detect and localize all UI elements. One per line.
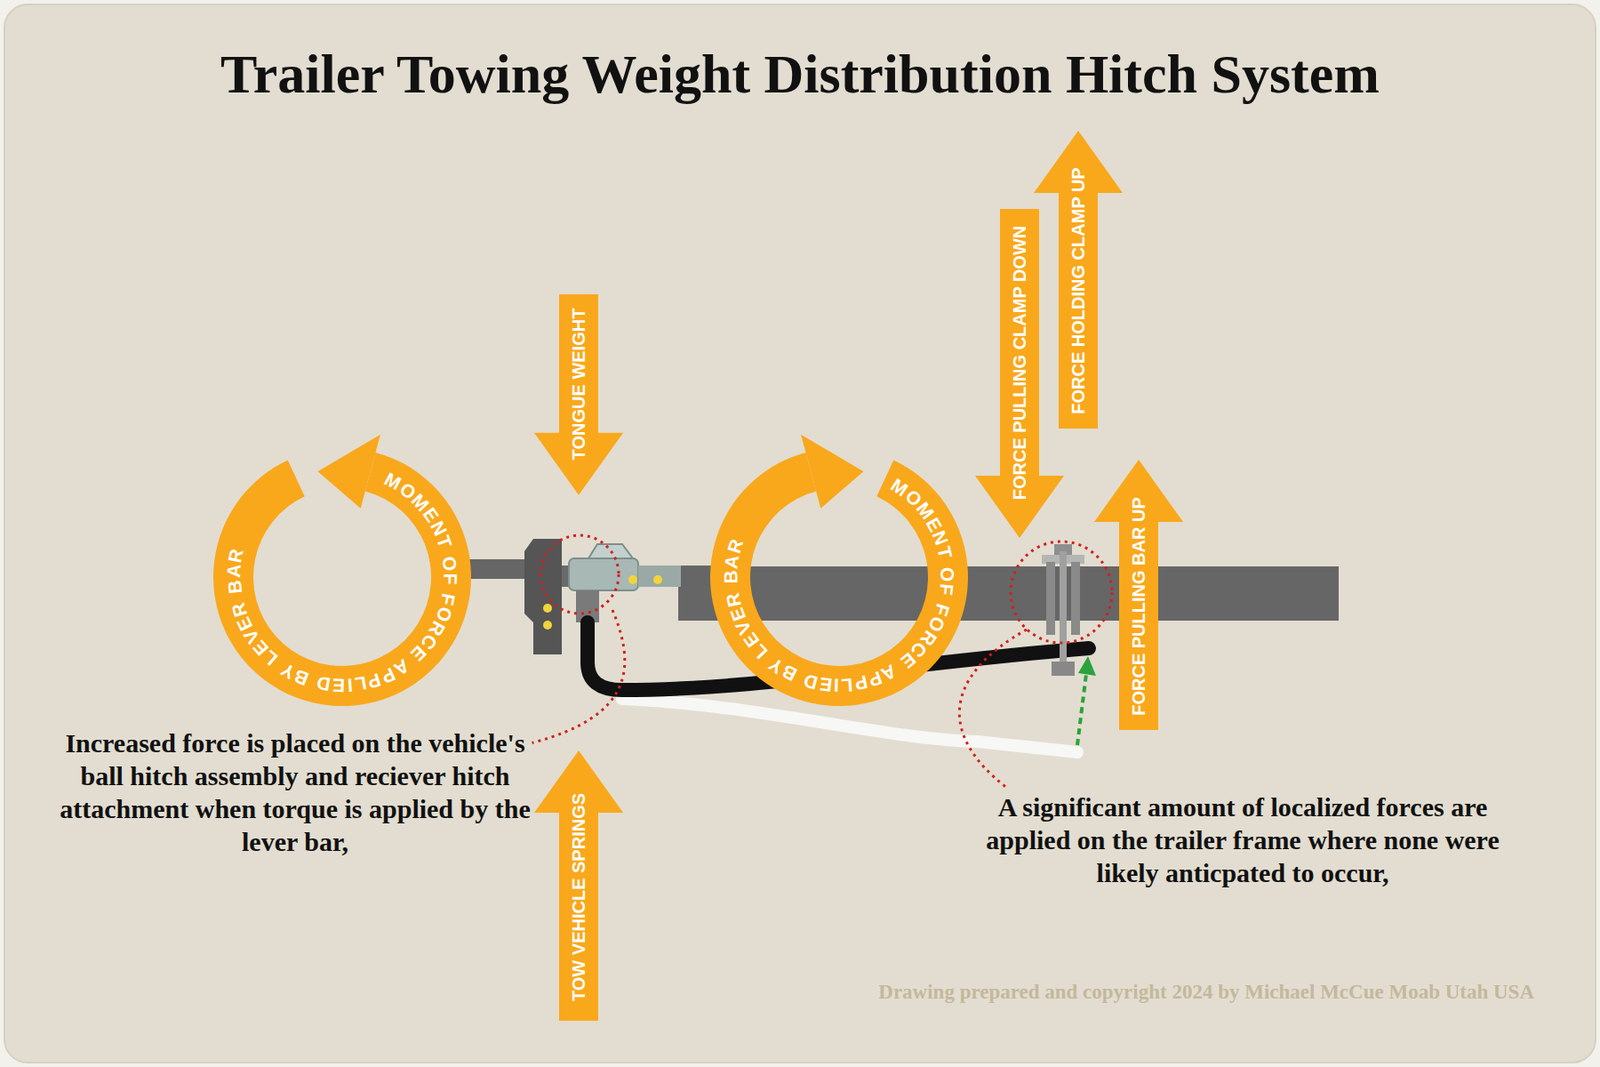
leader-line	[959, 629, 1027, 788]
trailer-frame	[678, 566, 1339, 621]
clamp-rod	[1059, 551, 1067, 674]
arrow-body	[534, 750, 624, 1021]
bolt	[543, 620, 552, 630]
watermark: Drawing prepared and copyright 2024 by M…	[878, 980, 1535, 1004]
force-arrow: TOW VEHICLE SPRINGS	[534, 750, 624, 1021]
coupler	[568, 558, 639, 591]
ring-label: MOMENT OF FORCE APPLIED BY LEVER BAR	[679, 416, 1000, 737]
arrow-label: FORCE PULLING CLAMP DOWN	[1009, 224, 1030, 500]
ring-letter	[936, 558, 957, 567]
bolt	[628, 575, 638, 584]
panel	[4, 4, 1596, 1063]
callout-note: A significant amount of localized forces…	[962, 790, 1523, 889]
ring-letter: O	[937, 567, 957, 583]
ring-letter: A	[721, 553, 743, 570]
ring-letter: B	[720, 570, 740, 584]
relaxed-bar	[622, 698, 1078, 752]
ring-arrowhead	[318, 434, 381, 509]
arrow-body	[534, 294, 624, 496]
ring-letter: O	[440, 554, 461, 572]
clamp-plate	[1071, 561, 1080, 635]
deflection-arrowhead	[1078, 656, 1096, 676]
ring-letter: A	[224, 563, 244, 578]
moment-ring-arrow: MOMENT OF FORCE APPLIED BY LEVER BAR	[679, 416, 1000, 737]
leader-line	[532, 609, 625, 744]
coupler-latch	[588, 544, 633, 559]
arrow-label: TOW VEHICLE SPRINGS	[568, 792, 589, 1000]
ring-letter: D	[315, 673, 333, 695]
deflection-arrow	[1077, 673, 1087, 745]
ring-letter: P	[853, 672, 870, 694]
ring-letter: D	[801, 671, 820, 693]
moment-ring-arrow: MOMENT OF FORCE APPLIED BY LEVER BAR	[182, 416, 503, 737]
ring-letter	[721, 584, 742, 592]
bolt	[543, 603, 552, 613]
hitch-bracket	[524, 538, 562, 655]
ring-label: MOMENT OF FORCE APPLIED BY LEVER BAR	[182, 416, 503, 737]
arrow-label: FORCE HOLDING CLAMP UP	[1068, 167, 1088, 414]
ring-letter	[440, 584, 460, 592]
ring-letter: I	[346, 675, 353, 695]
clamp-plate	[1046, 561, 1056, 635]
ring-arrowhead	[800, 434, 864, 509]
ring-letter: R	[225, 546, 248, 564]
ring-letter: L	[840, 675, 854, 696]
arrow-body	[1094, 459, 1184, 730]
title: Trailer Towing Weight Distribution Hitch…	[0, 42, 1600, 106]
ring-letter: R	[724, 536, 746, 555]
ring-letter: T	[934, 544, 955, 560]
ring-letter: F	[440, 572, 460, 584]
ring-letter: B	[224, 579, 244, 595]
arrow-label: FORCE PULLING BAR UP	[1128, 496, 1149, 716]
force-arrow: TONGUE WEIGHT	[534, 294, 624, 496]
ring-letter: L	[353, 673, 368, 695]
callout-note: Increased force is placed on the vehicle…	[55, 726, 536, 858]
arrow-label: TONGUE WEIGHT	[568, 307, 589, 460]
force-arrow: FORCE HOLDING CLAMP UP	[1033, 130, 1123, 429]
ring-letter: I	[833, 675, 840, 695]
clamp-bottom-nut	[1051, 661, 1075, 676]
arrow-body	[1033, 130, 1123, 429]
ring-letter: F	[936, 582, 957, 596]
ring-letter: E	[332, 675, 346, 695]
arrow-body	[975, 208, 1064, 538]
highlight-circle	[1010, 541, 1112, 643]
ring-letter: E	[818, 674, 833, 696]
force-arrow: FORCE PULLING BAR UP	[1094, 459, 1184, 730]
highlight-circle	[540, 535, 619, 614]
coupler-neck	[638, 565, 681, 587]
bolt	[653, 575, 663, 584]
force-arrow: FORCE PULLING CLAMP DOWN	[975, 208, 1064, 538]
